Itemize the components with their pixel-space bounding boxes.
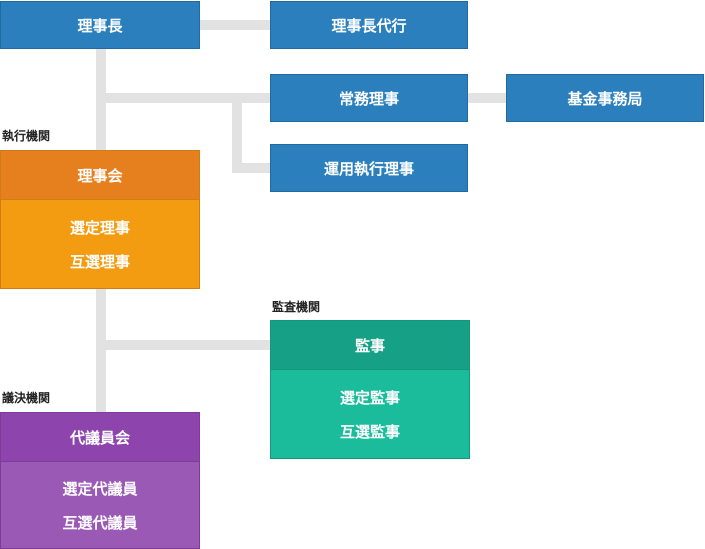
audit-section-label: 監査機関 [272,300,321,314]
connector-to-audit [106,340,270,350]
board-of-directors-title: 理事会 [1,151,199,200]
executive-section-label: 執行機関 [2,129,51,143]
connector-lower-vertical [96,286,106,412]
operating-director-box: 運用執行理事 [270,144,468,192]
legislative-section-label: 議決機関 [2,391,51,405]
connector-to-standing [106,93,270,103]
auditor-members: 選定監事 互選監事 [271,370,469,458]
auditor-member-item: 互選監事 [339,423,400,441]
fund-office-box: 基金事務局 [506,74,704,122]
connector-standing-to-office [468,93,506,103]
auditor-member-item: 選定監事 [339,389,400,407]
delegate-assembly-members: 選定代議員 互選代議員 [1,462,199,548]
connector-chairman-to-vice [200,20,270,30]
auditor-group: 監事 選定監事 互選監事 [270,320,470,459]
connector-to-operating [242,163,270,173]
delegate-assembly-title: 代議員会 [1,413,199,462]
board-member-item: 選定理事 [69,219,130,237]
connector-branch-vertical [232,103,242,173]
board-member-item: 互選理事 [69,253,130,271]
chairman-box: 理事長 [0,1,200,49]
board-of-directors-group: 理事会 選定理事 互選理事 [0,150,200,289]
standing-director-box: 常務理事 [270,74,468,122]
delegate-member-item: 選定代議員 [62,480,138,498]
vice-chairman-box: 理事長代行 [270,1,468,49]
auditor-title: 監事 [271,321,469,370]
delegate-assembly-group: 代議員会 選定代議員 互選代議員 [0,412,200,549]
connector-main-vertical [96,49,106,151]
board-of-directors-members: 選定理事 互選理事 [1,200,199,288]
delegate-member-item: 互選代議員 [62,514,138,532]
